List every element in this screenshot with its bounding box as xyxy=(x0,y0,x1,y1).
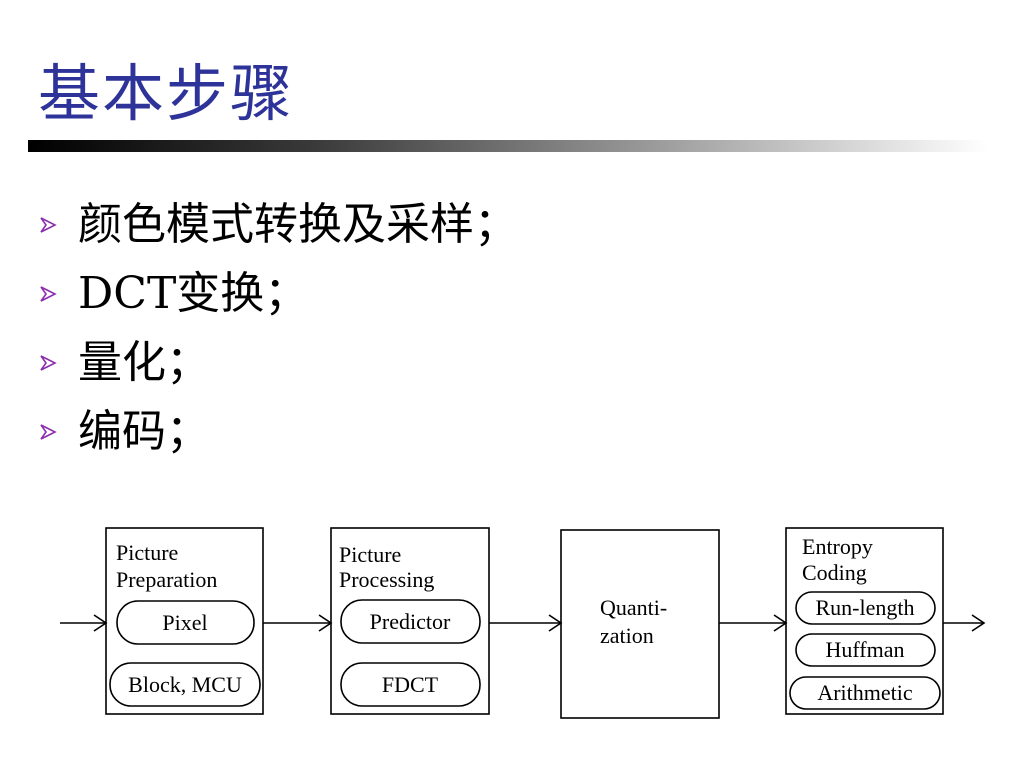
slide-title: 基本步骤 xyxy=(38,57,295,130)
pill-label-predictor: Predictor xyxy=(370,609,451,634)
arrow-bullet-icon xyxy=(38,263,78,314)
arrow-bullet-icon xyxy=(38,401,78,452)
pill-huffman xyxy=(795,633,936,667)
stage-title-preparation-1: Picture xyxy=(116,540,178,565)
pill-fdct xyxy=(340,662,481,707)
stage-title-quantization-2: zation xyxy=(600,623,654,648)
stage-box-preparation xyxy=(105,527,264,715)
bullet-item: 编码； xyxy=(38,392,518,461)
stage-title-quantization-1: Quanti- xyxy=(600,595,667,620)
bullet-item: 颜色模式转换及采样； xyxy=(38,185,518,254)
arrow-2-3 xyxy=(489,614,563,632)
pill-run-length xyxy=(795,591,936,625)
stage-box-processing xyxy=(330,527,490,715)
arrow-bullet-icon xyxy=(38,332,78,383)
bullet-text: 编码； xyxy=(78,405,210,457)
stage-box-quantization xyxy=(560,529,720,719)
bullet-text: 量化； xyxy=(78,336,210,388)
pill-label-pixel: Pixel xyxy=(162,610,207,635)
pill-pixel xyxy=(116,600,255,645)
title-divider xyxy=(28,140,988,152)
stage-title-entropy-1: Entropy xyxy=(802,534,873,559)
arrow-bullet-icon xyxy=(38,194,78,245)
arrow-1-2 xyxy=(263,614,333,632)
bullet-item: 量化； xyxy=(38,323,518,392)
stage-title-preparation-2: Preparation xyxy=(116,567,217,592)
stage-title-entropy-2: Coding xyxy=(802,560,867,585)
bullet-text: DCT变换； xyxy=(78,267,309,319)
pill-label-arithmetic: Arithmetic xyxy=(817,680,913,705)
pill-block-mcu xyxy=(109,662,261,707)
stage-title-processing-2: Processing xyxy=(339,567,434,592)
pill-label-run-length: Run-length xyxy=(816,595,915,620)
stage-title-processing-1: Picture xyxy=(339,542,401,567)
arrow-3-4 xyxy=(719,614,788,632)
pill-label-huffman: Huffman xyxy=(825,637,904,662)
pill-label-block-mcu: Block, MCU xyxy=(128,672,242,697)
bullet-text: 颜色模式转换及采样； xyxy=(78,198,518,250)
pill-arithmetic xyxy=(789,676,941,710)
bullet-list: 颜色模式转换及采样； DCT变换； 量化； 编码； xyxy=(38,185,518,461)
pill-predictor xyxy=(340,599,481,644)
arrow-in xyxy=(60,614,108,632)
stage-box-entropy xyxy=(785,527,944,715)
arrow-out xyxy=(943,614,986,632)
bullet-item: DCT变换； xyxy=(38,254,518,323)
pill-label-fdct: FDCT xyxy=(382,672,439,697)
